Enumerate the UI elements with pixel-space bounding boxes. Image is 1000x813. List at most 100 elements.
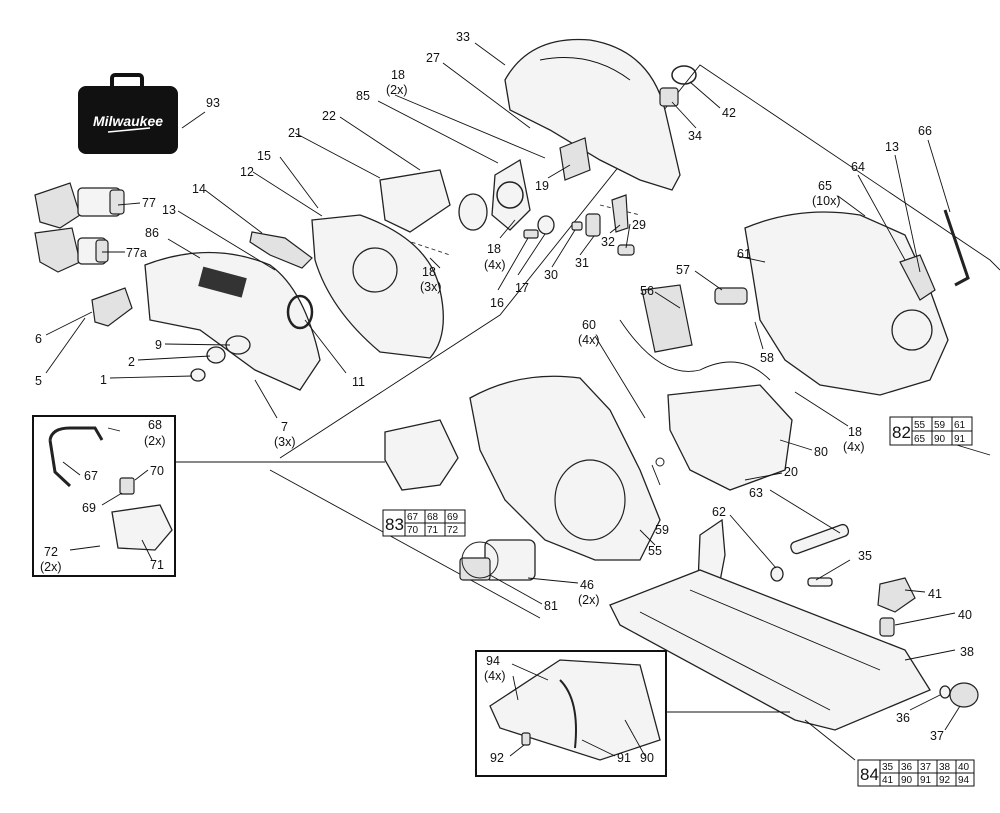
kit-part: 70: [407, 525, 419, 536]
callout-label: 40: [958, 608, 972, 622]
callout-label: 63: [749, 486, 763, 500]
callout-label: 16: [490, 296, 504, 310]
callout-label: 7: [281, 420, 288, 434]
shoe-bolt: [807, 577, 833, 587]
callout-label: (3x): [420, 280, 442, 294]
callout-label: 86: [145, 226, 159, 240]
inset-detail-shoe: [475, 650, 790, 777]
callout-label: (4x): [578, 333, 600, 347]
motor-housing: [744, 211, 949, 396]
kit-part: 37: [920, 762, 932, 773]
callout-label: 9: [155, 338, 162, 352]
kit-part: 40: [958, 762, 970, 773]
inset-detail-handle: [32, 415, 385, 577]
callout-label: 18: [487, 242, 501, 256]
kit-part: 72: [447, 525, 459, 536]
kit-part: 35: [882, 762, 894, 773]
kit-table-82: 82 55 59 61 65 90 91: [889, 416, 973, 446]
handle-lever: [899, 254, 936, 301]
callout-label: 92: [490, 751, 504, 765]
dust-port-77a: [34, 227, 109, 273]
arbor-hardware: [190, 335, 251, 382]
callout-label: 94: [486, 654, 500, 668]
callout-label: 20: [784, 465, 798, 479]
upper-housing: [504, 38, 681, 191]
callout-label: (10x): [812, 194, 840, 208]
callout-labels: 93 77 77a 86 6 5 13 14 12 15 21 22 85 27…: [35, 30, 974, 765]
kit-part: 92: [939, 775, 951, 786]
retaining-ring: [286, 294, 314, 330]
kit-part: 38: [939, 762, 951, 773]
callout-label: (4x): [484, 669, 506, 683]
callout-label: 13: [162, 203, 176, 217]
callout-label: 67: [84, 469, 98, 483]
kit-number: 83: [385, 515, 404, 534]
callout-label: 12: [240, 165, 254, 179]
dust-port-77: [34, 182, 125, 229]
switch-part: [559, 137, 591, 181]
small-hardware: [523, 194, 635, 256]
callout-label: 80: [814, 445, 828, 459]
callout-label: 21: [288, 126, 302, 140]
callout-label: 59: [655, 523, 669, 537]
depth-knob: [939, 682, 979, 708]
pivot-shaft: [790, 523, 850, 555]
kit-part: 90: [934, 434, 946, 445]
carrying-case: Milwaukee: [78, 73, 178, 154]
callout-label: 69: [82, 501, 96, 515]
kit-part: 91: [920, 775, 932, 786]
pivot-washer: [770, 566, 784, 582]
callout-label: 66: [918, 124, 932, 138]
callout-label: 15: [257, 149, 271, 163]
callout-label: 77a: [126, 246, 147, 260]
callout-label: 46: [580, 578, 594, 592]
callout-label: 29: [632, 218, 646, 232]
callout-label: 41: [928, 587, 942, 601]
lever-part: [91, 287, 133, 327]
callout-label: (4x): [484, 258, 506, 272]
bevel-knob: [877, 577, 916, 637]
callout-label: 6: [35, 332, 42, 346]
bushing: [659, 87, 679, 107]
kit-number: 84: [860, 765, 879, 784]
callout-label: 56: [640, 284, 654, 298]
hex-key: [943, 209, 970, 287]
bearing-ring: [458, 193, 488, 231]
callout-label: 70: [150, 464, 164, 478]
callout-label: (3x): [274, 435, 296, 449]
callout-label: 85: [356, 89, 370, 103]
callout-label: 55: [648, 544, 662, 558]
callout-label: 14: [192, 182, 206, 196]
callout-label: (2x): [578, 593, 600, 607]
callout-label: 33: [456, 30, 470, 44]
lower-blade-guard: [144, 251, 321, 391]
callout-label: (2x): [386, 83, 408, 97]
accessory-handle: [384, 419, 459, 491]
callout-label: 32: [601, 235, 615, 249]
kit-part: 71: [427, 525, 439, 536]
callout-label: 62: [712, 505, 726, 519]
callout-label: 68: [148, 418, 162, 432]
callout-label: 18: [422, 265, 436, 279]
kit-part: 68: [427, 512, 439, 523]
kit-part: 91: [954, 434, 966, 445]
shoe-base: [609, 569, 931, 731]
kit-part: 36: [901, 762, 913, 773]
callout-label: 37: [930, 729, 944, 743]
callout-label: 2: [128, 355, 135, 369]
kit-table-83: 83 67 68 69 70 71 72: [382, 509, 466, 537]
kit-part: 59: [934, 420, 946, 431]
brand-logo-text: Milwaukee: [93, 113, 163, 129]
kit-part: 41: [882, 775, 894, 786]
callout-label: 19: [535, 179, 549, 193]
callout-label: 17: [515, 281, 529, 295]
callout-label: 81: [544, 599, 558, 613]
kit-part: 65: [914, 434, 926, 445]
callout-label: 36: [896, 711, 910, 725]
callout-label: (2x): [40, 560, 62, 574]
callout-label: 27: [426, 51, 440, 65]
callout-leaders: [45, 42, 961, 761]
callout-label: 18: [848, 425, 862, 439]
callout-label: 5: [35, 374, 42, 388]
